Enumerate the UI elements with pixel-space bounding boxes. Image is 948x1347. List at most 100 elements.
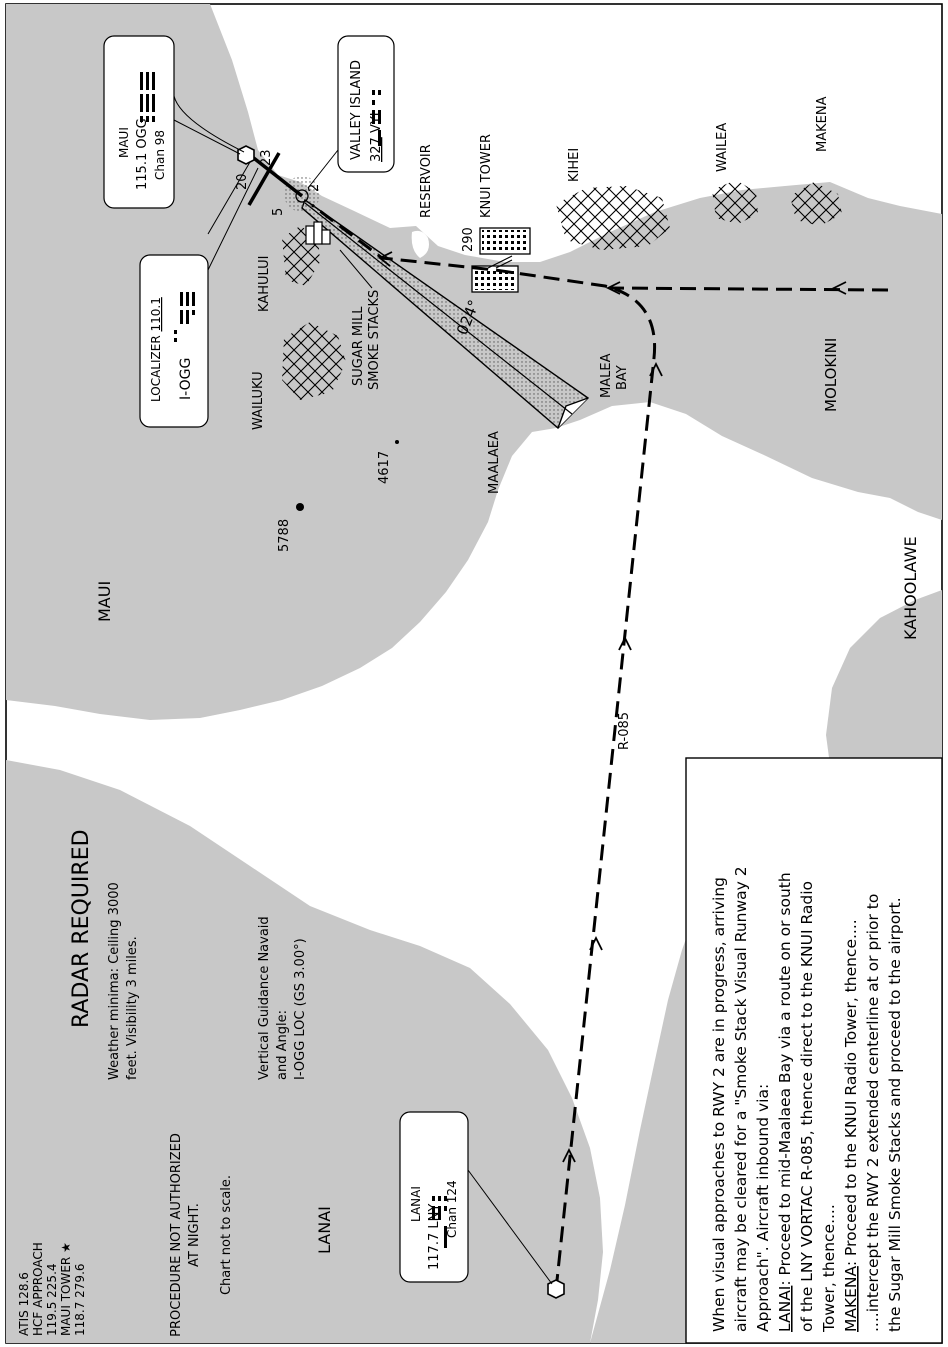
routes xyxy=(311,203,889,1291)
maui-chan: Chan 98 xyxy=(153,130,167,180)
rwy-2: 2 xyxy=(307,184,322,192)
peak-5788-dot xyxy=(296,503,304,511)
note-line-5: Tower, thence.... xyxy=(820,1204,838,1333)
rwy-5: 5 xyxy=(271,208,286,216)
note-line-6: MAKENA: Proceed to the KNUI Radio Tower,… xyxy=(842,919,860,1332)
lanai-chan: Chan 124 xyxy=(445,1180,459,1238)
elev-290: 290 xyxy=(461,227,476,252)
guidance-line-1: Vertical Guidance Navaid xyxy=(257,916,272,1080)
freq-tower-values: 118.7 279.6 xyxy=(73,1263,87,1336)
freq-tower: MAUI TOWER ★ xyxy=(59,1242,73,1336)
morse-ogg xyxy=(140,72,155,122)
label-bay: BAY xyxy=(615,365,630,390)
localizer-leader xyxy=(207,161,259,271)
freq-approach: HCF APPROACH xyxy=(31,1242,45,1336)
arrow-lanai-4 xyxy=(649,361,663,377)
maui-island xyxy=(6,4,942,720)
label-wailea: WAILEA xyxy=(715,123,730,172)
label-kahoolawe: KAHOOLAWE xyxy=(901,536,920,640)
label-knui-tower: KNUI TOWER xyxy=(479,134,494,218)
label-maalaea: MAALAEA xyxy=(487,431,502,494)
kihei-town xyxy=(556,186,670,250)
vortac-maui xyxy=(237,145,255,165)
note-line-1: aircraft may be cleared for a "Smoke Sta… xyxy=(732,866,750,1332)
freq-approach-values: 119.5 225.4 xyxy=(45,1263,59,1336)
lanai-name: LANAI xyxy=(409,1186,423,1222)
route-radial: R-085 xyxy=(617,712,632,750)
freq-atis: ATIS 128.6 xyxy=(17,1272,31,1336)
label-reservoir: RESERVOIR xyxy=(419,144,434,218)
title-radar-required: RADAR REQUIRED xyxy=(69,829,94,1028)
label-smoke-2: SMOKE STACKS xyxy=(367,290,382,390)
valley-island-box xyxy=(337,35,395,173)
arrow-lanai-1 xyxy=(562,1147,576,1163)
minima-line-1: Weather minima: Ceiling 3000 xyxy=(107,882,122,1080)
lanai-freq: 117.7 LNY xyxy=(427,1204,442,1270)
valley-freq: 327 VYI xyxy=(369,112,384,162)
localizer-freq: 110.1 xyxy=(149,297,163,331)
note-line-4: of the LNY VORTAC R-085, thence direct t… xyxy=(798,881,816,1332)
valley-name: VALLEY ISLAND xyxy=(349,60,364,160)
label-makena: MAKENA xyxy=(815,96,830,152)
molokini-island xyxy=(848,304,864,332)
label-kihei: KIHEI xyxy=(567,148,582,182)
note-line-0: When visual approaches to RWY 2 are in p… xyxy=(710,877,728,1332)
arrow-cone xyxy=(378,251,393,267)
runway-2-20 xyxy=(244,150,304,198)
elev-5788: 5788 xyxy=(277,519,292,552)
maui-leader xyxy=(173,95,245,155)
note-line-2: Approach". Aircraft inbound via: xyxy=(754,1084,772,1332)
maui-freq: 115.1 OGG xyxy=(135,118,150,190)
guidance-line-3: I-OGG LOC (GS 3.00°) xyxy=(293,938,308,1080)
localizer-ident: I-OGG xyxy=(178,358,194,400)
notes-text: When visual approaches to RWY 2 are in p… xyxy=(710,866,904,1333)
note-line-8: the Sugar Mill Smoke Stacks and proceed … xyxy=(886,897,904,1332)
guidance-line-2: and Angle: xyxy=(275,1010,290,1080)
note-line-7: ....intercept the RWY 2 extended centerl… xyxy=(864,894,882,1332)
rwy-23: 23 xyxy=(259,149,274,166)
morse-lny xyxy=(432,1196,447,1248)
valley-leader xyxy=(307,149,339,189)
wailea-town xyxy=(712,180,758,224)
valley-island-ndb xyxy=(295,189,309,203)
smoke-stacks-icon xyxy=(305,221,373,289)
arrow-bay xyxy=(605,281,621,295)
morse-iogg xyxy=(174,292,195,342)
arrow-makena xyxy=(831,281,847,295)
notes-box xyxy=(685,757,943,1344)
morse-codes xyxy=(140,72,447,1248)
label-wailuku: WAILUKU xyxy=(251,371,266,430)
label-lanai: LANAI xyxy=(315,1206,334,1254)
label-malea: MALEA xyxy=(599,353,614,398)
morse-vyi xyxy=(372,90,381,146)
elev-4617: 4617 xyxy=(377,451,392,484)
arrow-lanai-3 xyxy=(618,635,632,651)
localizer-label: LOCALIZER 110.1 xyxy=(149,297,163,402)
reservoir xyxy=(411,230,429,258)
urban-areas xyxy=(282,180,842,400)
label-maui: MAUI xyxy=(95,581,114,622)
scale-note: Chart not to scale. xyxy=(219,1175,234,1295)
vortac-lanai xyxy=(547,1279,565,1299)
label-smoke-1: SUGAR MILL xyxy=(351,306,366,386)
knui-tower-icon xyxy=(471,227,531,293)
runway-5-23 xyxy=(247,152,281,206)
minima-line-2: feet. Visibility 3 miles. xyxy=(125,936,140,1080)
text-layer: RADAR REQUIRED Weather minima: Ceiling 3… xyxy=(17,60,920,1337)
night-line-1: PROCEDURE NOT AUTHORIZED xyxy=(169,1133,184,1337)
maui-name: MAUI xyxy=(117,127,131,158)
note-line-3: LANAI: Proceed to mid-Maalaea Bay via a … xyxy=(776,872,794,1332)
maui-vor-box xyxy=(103,35,175,209)
label-molokini: MOLOKINI xyxy=(822,338,840,412)
valley-ident: VYI xyxy=(369,112,384,133)
arrow-lanai-2 xyxy=(589,935,603,951)
route-arrows xyxy=(378,251,847,1163)
peak-4617-dot xyxy=(395,440,399,444)
night-line-2: AT NIGHT. xyxy=(187,1203,202,1267)
rwy-20: 20 xyxy=(235,173,250,190)
label-kahului: KAHULUI xyxy=(257,256,272,312)
makena-town xyxy=(790,182,842,226)
wailuku-town xyxy=(282,322,346,400)
lanai-leader xyxy=(467,1169,553,1285)
